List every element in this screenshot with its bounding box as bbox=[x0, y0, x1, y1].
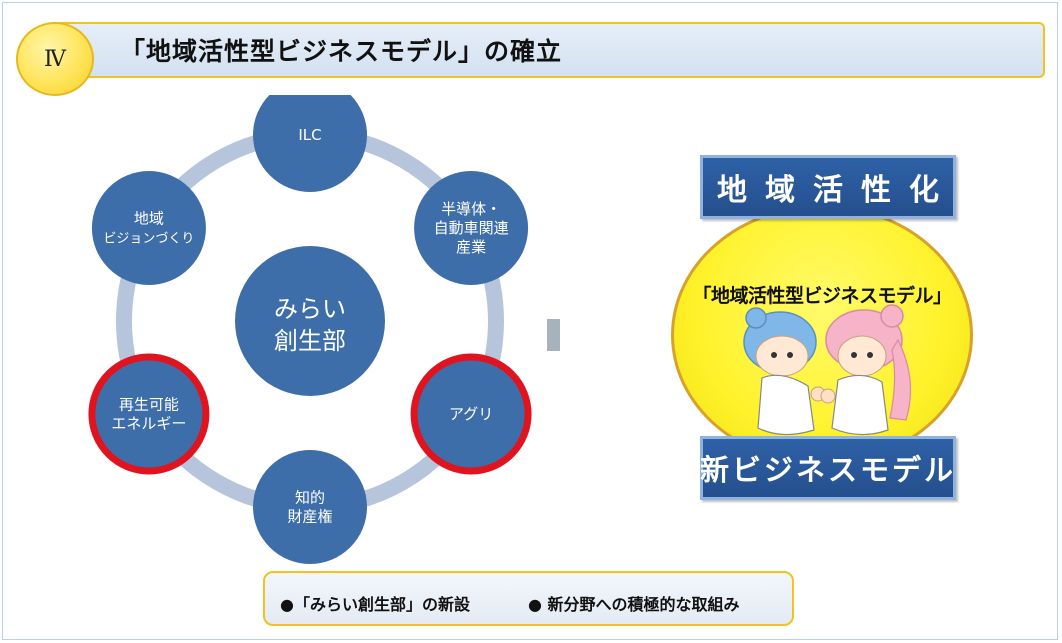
cycle-node-circle-highlighted bbox=[410, 353, 532, 475]
model-circle-caption: 「地域活性型ビジネスモデル」 bbox=[692, 285, 952, 307]
center-node: みらい 創生部 bbox=[235, 246, 385, 396]
cycle-node: ILC bbox=[253, 95, 367, 192]
cycle-node-label: 自動車関連 bbox=[434, 219, 509, 237]
cycle-node-label: 産業 bbox=[456, 238, 486, 256]
cycle-node-circle-highlighted bbox=[88, 353, 210, 475]
cycle-node-label: 半導体・ bbox=[441, 200, 501, 218]
center-label-line2: 創生部 bbox=[274, 327, 346, 355]
cycle-node-label: ビジョンづくり bbox=[103, 232, 194, 247]
cycle-diagram: みらい 創生部 ILC半導体・自動車関連産業アグリ知的財産権再生可能エネルギー地… bbox=[88, 95, 560, 564]
blue-character-icon bbox=[743, 307, 826, 436]
cycle-node-circle bbox=[91, 171, 206, 285]
bullet-box bbox=[263, 571, 794, 626]
page-title: 「地域活性型ビジネスモデル」の確立 bbox=[120, 37, 563, 66]
header-bar bbox=[60, 22, 1045, 78]
pink-character-icon bbox=[820, 304, 912, 436]
cycle-node-label: 再生可能 bbox=[119, 396, 179, 414]
cycle-node-label: アグリ bbox=[449, 405, 493, 423]
center-circle bbox=[235, 246, 385, 396]
section-numeral-badge: Ⅳ bbox=[16, 22, 94, 96]
cycle-node: アグリ bbox=[410, 353, 532, 475]
characters-illustration bbox=[743, 304, 912, 436]
cycle-node-label: 財産権 bbox=[287, 508, 332, 526]
center-label-line1: みらい bbox=[274, 295, 346, 323]
new-business-model-label: 新ビジネスモデル bbox=[700, 436, 956, 500]
model-circle bbox=[671, 205, 973, 465]
cycle-node-label: 地域 bbox=[134, 210, 164, 228]
cycle-node-circle bbox=[253, 95, 367, 192]
regional-revitalization-label: 地域活性化 bbox=[700, 155, 956, 219]
cycle-node-label: ILC bbox=[298, 126, 321, 144]
cycle-node-label: エネルギー bbox=[111, 415, 186, 433]
cycle-node-circle bbox=[253, 450, 367, 564]
bullet-item-new-fields: ● 新分野への積極的な取組み bbox=[528, 595, 740, 614]
cycle-node-label: 知的 bbox=[295, 489, 325, 507]
right-arrow-icon bbox=[547, 319, 560, 351]
cycle-node-circle bbox=[414, 171, 529, 285]
bullet-item-new-department: ●「みらい創生部」の新設 bbox=[280, 595, 470, 614]
